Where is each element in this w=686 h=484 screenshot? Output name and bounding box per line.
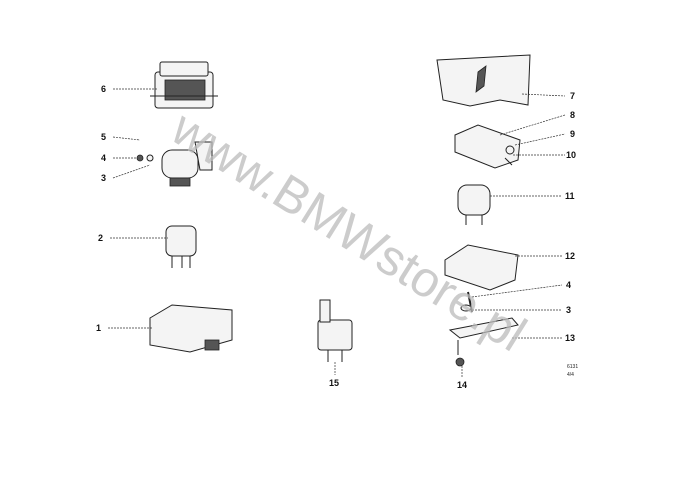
callout-9: 9 xyxy=(570,129,575,139)
callout-15: 15 xyxy=(329,378,339,388)
callout-5: 5 xyxy=(101,132,106,142)
callout-8: 8 xyxy=(570,110,575,120)
callouts: 6 5 4 3 2 1 15 7 8 9 10 11 12 4 3 13 14 … xyxy=(96,84,578,390)
callout-13: 13 xyxy=(565,333,575,343)
diagram-code: 6131 xyxy=(567,364,578,370)
part-1-control-unit[interactable] xyxy=(149,304,233,353)
callout-4b: 4 xyxy=(566,280,571,290)
part-13-holder[interactable] xyxy=(448,291,519,367)
callout-12: 12 xyxy=(565,251,575,261)
callout-2: 2 xyxy=(98,233,103,243)
callout-4: 4 xyxy=(101,153,106,163)
callout-14: 14 xyxy=(457,380,467,390)
callout-3b: 3 xyxy=(566,305,571,315)
part-11-relay[interactable] xyxy=(457,184,491,225)
part-15-relay[interactable] xyxy=(317,299,353,362)
callout-7: 7 xyxy=(570,91,575,101)
sheet-number: 4/4 xyxy=(567,372,574,378)
callout-10: 10 xyxy=(566,150,576,160)
part-8-relay-box[interactable] xyxy=(454,124,521,169)
part-5-flasher-relay[interactable] xyxy=(136,141,213,187)
callout-6: 6 xyxy=(101,84,106,94)
callout-1: 1 xyxy=(96,323,101,333)
callout-11: 11 xyxy=(565,191,575,201)
part-6-voltage-regulator[interactable] xyxy=(150,61,218,109)
part-12-control-unit[interactable] xyxy=(444,244,519,291)
callout-3: 3 xyxy=(101,173,106,183)
part-7-bracket-plate[interactable] xyxy=(436,54,531,107)
part-2-relay[interactable] xyxy=(165,225,197,268)
